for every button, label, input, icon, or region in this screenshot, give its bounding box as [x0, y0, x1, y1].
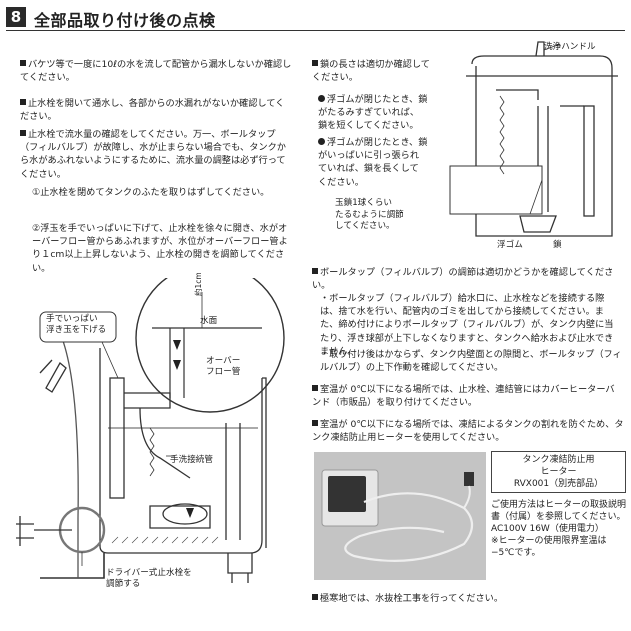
step-1: ①止水栓を閉めてタンクのふたを取りはずしてください。: [32, 187, 270, 198]
section-header: 8 全部品取り付け後の点検: [6, 6, 625, 31]
section-title: 全部品取り付け後の点検: [34, 11, 216, 30]
cold-note-1: 室温が 0℃以下になる場所では、止水栓、連結管にはカバーヒーターバンド（市販品）…: [312, 384, 615, 409]
cold-note-3: 極寒地では、水抜栓工事を行ってください。: [312, 592, 624, 605]
tank-chain-diagram: [449, 41, 618, 237]
heater-note: ご使用方法はヒーターの取扱説明書（付属）を参照してください。 AC100V 16…: [491, 500, 627, 558]
chain-bullet-2: 浮ゴムが閉じたとき、鎖 がいっぱいに引っ張られ ていれば、鎖を長くして ください…: [318, 137, 428, 188]
label-float-rubber: 浮ゴム: [497, 240, 523, 250]
ballcock-title: ボールタップ（フィルバルブ）の調節は適切かどうかを確認してください。: [312, 267, 614, 292]
left-para-3: 止水栓で流水量の確認をしてください。万一、ボールタップ（フィルバルブ）が故障し、…: [20, 129, 286, 180]
cold-note-2: 室温が 0℃以下になる場所では、凍結によるタンクの割れを防ぐため、タンク凍結防止…: [312, 419, 624, 444]
heater-photo: [314, 452, 486, 580]
step-2: ②浮玉を手でいっぱいに下げて、止水栓を徐々に開き、水がオーバーフロー管からあふれ…: [32, 223, 288, 274]
callout-lower-float: 手でいっぱい 浮き玉を下げる: [46, 314, 107, 335]
left-para-2: 止水栓を開いて通水し、各部からの水漏れがないか確認してください。: [20, 98, 285, 123]
ballcock-bullet-1: ・ボールタップ（フィルバルブ）給水口に、止水栓などを接続する際は、捨て水を行い、…: [320, 293, 614, 357]
tank-cross-section-diagram: [16, 278, 285, 583]
label-driver-valve: ドライバー式止水栓を 調節する: [106, 568, 192, 589]
label-flush-handle: 洗浄ハンドル: [544, 42, 596, 52]
label-about-1cm: 約1cm: [194, 272, 203, 296]
label-water-surface: 水面: [200, 316, 218, 326]
heater-title: タンク凍結防止用 ヒーター RVX001（別売部品）: [491, 451, 626, 493]
label-overflow-pipe: オーバー フロー管: [206, 356, 241, 377]
heater-info: タンク凍結防止用 ヒーター RVX001（別売部品） ご使用方法はヒーターの取扱…: [491, 451, 626, 559]
chain-bullet-1: 浮ゴムが閉じたとき、鎖 がたるみすぎていれば、 鎖を短くしてください。: [318, 94, 428, 132]
chain-title: 鎖の長さは適切か確認して ください。: [312, 59, 430, 84]
heater-illustration: [314, 452, 486, 580]
label-chain: 鎖: [553, 240, 562, 250]
left-para-1: バケツ等で一度に10ℓの水を流して配管から漏水しないか確認してください。: [20, 59, 292, 84]
label-flush-pipe: 手洗接続管: [170, 455, 213, 465]
ballcock-bullet-2: ・取り付け後はかならず、タンク内壁面との隙間と、ボールタップ（フィルバルブ）の上…: [320, 349, 622, 374]
label-chain-slack: 玉鎖1球くらい たるむように調節 してください。: [335, 198, 404, 231]
section-number: 8: [6, 7, 26, 27]
